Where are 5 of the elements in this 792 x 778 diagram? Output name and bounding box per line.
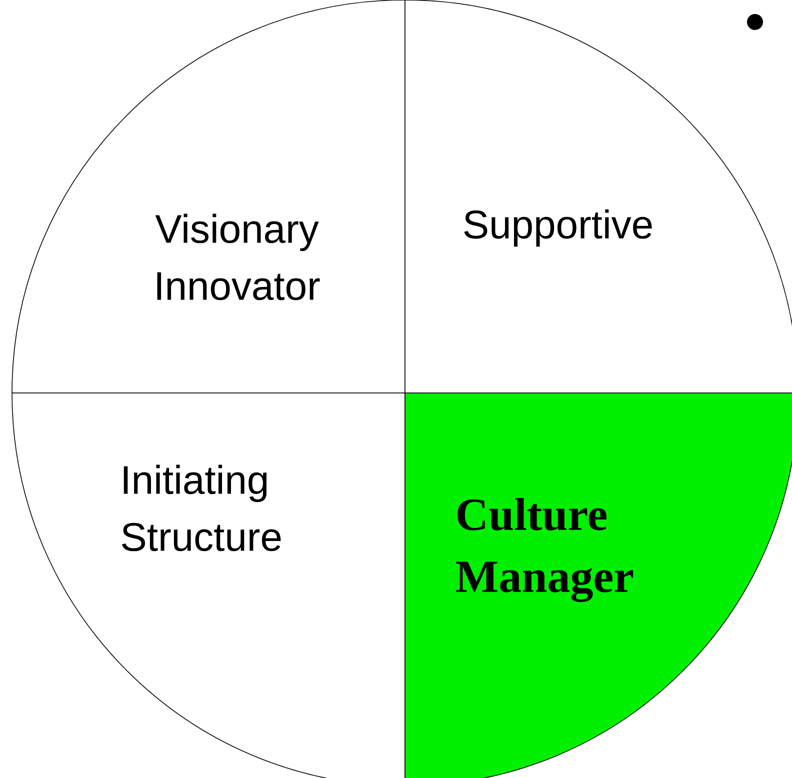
quadrant: Culture Manager bbox=[404, 392, 792, 778]
quadrant: Initiating Structure bbox=[12, 392, 406, 778]
node-label: Initiating Structure bbox=[122, 464, 281, 552]
quadrant: Visionary Innovator bbox=[12, 0, 406, 394]
quadrant: Supportive bbox=[404, 0, 792, 394]
